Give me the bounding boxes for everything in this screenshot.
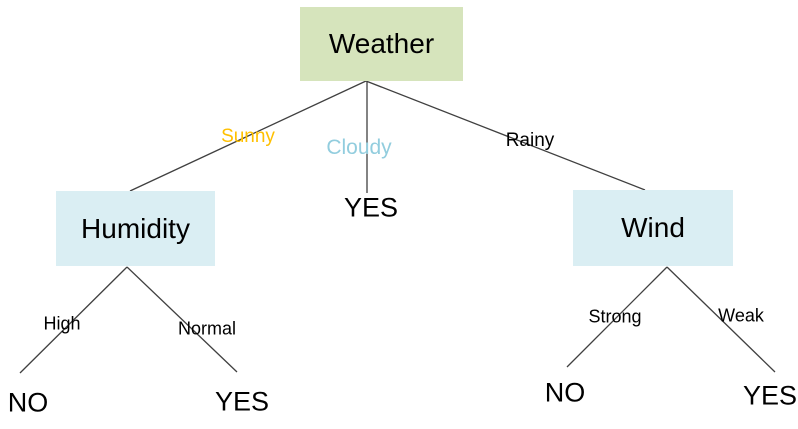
edge-line-normal: [126, 266, 238, 373]
edge-line-strong: [566, 266, 668, 368]
edge-label-normal: Normal: [177, 318, 237, 339]
edge-line-high: [19, 266, 128, 374]
edge-label-high: High: [43, 313, 81, 334]
edge-label-rainy: Rainy: [505, 130, 555, 151]
node-humidity-label: Humidity: [81, 212, 190, 244]
leaf-outcome-normal: YES: [214, 386, 270, 417]
node-humidity: Humidity: [56, 191, 215, 266]
node-weather-label: Weather: [328, 28, 435, 59]
leaf-outcome-strong: NO: [544, 377, 586, 408]
node-wind: Wind: [573, 190, 733, 266]
edge-label-weak: Weak: [718, 305, 764, 326]
edge-label-cloudy: Cloudy: [326, 136, 392, 159]
edge-line-rainy: [365, 80, 646, 191]
leaf-outcome-high: NO: [7, 387, 49, 418]
edge-line-weak: [666, 266, 776, 373]
node-weather: Weather: [300, 7, 463, 81]
edge-label-strong: Strong: [588, 306, 642, 327]
node-wind-label: Wind: [621, 212, 685, 243]
edge-label-sunny: Sunny: [221, 126, 275, 147]
edge-line-sunny: [129, 80, 367, 192]
leaf-outcome-weak: YES: [742, 380, 798, 411]
leaf-outcome-cloudy: YES: [343, 192, 399, 223]
